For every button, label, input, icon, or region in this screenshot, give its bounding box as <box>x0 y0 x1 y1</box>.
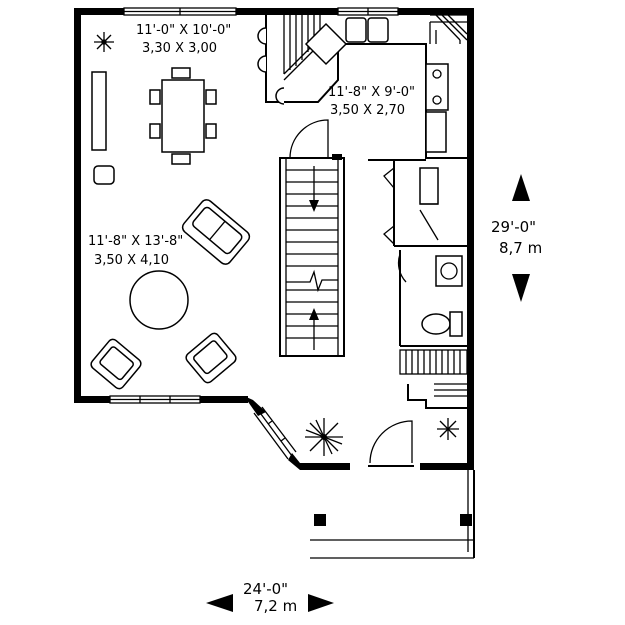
depth-metric: 8,7 m <box>499 239 542 257</box>
closet-door-1 <box>383 167 395 189</box>
bay-walls <box>244 396 300 470</box>
width-imperial: 24'-0" <box>243 580 288 598</box>
kitchen-dims-metric: 3,50 X 2,70 <box>330 103 405 118</box>
kitchen-corner-cabinet <box>304 22 348 66</box>
armchair-left <box>90 338 142 390</box>
plant-icon-bay <box>305 418 343 456</box>
stair-down-arrow-icon <box>309 200 319 212</box>
dining-dims-metric: 3,30 X 3,00 <box>142 41 217 56</box>
width-metric: 7,2 m <box>254 597 297 615</box>
dining-chairs <box>149 67 217 165</box>
plant-icon-entry <box>437 418 459 440</box>
dining-dims-imperial: 11'-0" X 10'-0" <box>136 23 231 38</box>
stair-up-arrow-icon <box>309 308 319 320</box>
living-room: 11'-8" X 13'-8" 3,50 X 4,10 <box>88 199 251 390</box>
stair-door-swing <box>289 119 329 159</box>
width-dimension: 24'-0" 7,2 m <box>206 580 334 615</box>
dining-table <box>161 79 205 153</box>
armchair-right <box>185 332 237 384</box>
sofa <box>181 199 251 265</box>
staircase <box>279 119 345 357</box>
exterior-walls <box>74 8 474 470</box>
living-dims-metric: 3,50 X 4,10 <box>94 253 169 268</box>
arrow-down-icon <box>512 274 530 302</box>
kitchen: 11'-8" X 9'-0" 3,50 X 2,70 <box>257 14 468 161</box>
hall-and-bath <box>368 160 468 467</box>
toilet-icon <box>421 311 463 337</box>
utility-hatch <box>399 349 468 375</box>
sideboard <box>91 71 107 151</box>
living-dims-imperial: 11'-8" X 13'-8" <box>88 234 183 249</box>
refrigerator-icon <box>425 111 447 153</box>
depth-imperial: 29'-0" <box>491 218 536 236</box>
arrow-right-icon <box>308 594 334 612</box>
coffee-table <box>129 270 189 330</box>
bar-stools <box>257 27 285 105</box>
front-door-swing <box>369 420 413 464</box>
closet-shelf <box>419 167 439 205</box>
closet-door-2 <box>383 225 395 245</box>
arrow-left-icon <box>206 594 233 612</box>
bath-sink-icon <box>435 255 463 287</box>
windows <box>109 7 399 404</box>
depth-dimension: 29'-0" 8,7 m <box>491 174 542 302</box>
kitchen-dims-imperial: 11'-8" X 9'-0" <box>328 85 415 100</box>
bath-door-swing <box>397 253 407 283</box>
porch <box>310 470 475 559</box>
range-icon <box>425 63 449 111</box>
dining-room: 11'-0" X 10'-0" 3,30 X 3,00 <box>91 23 231 185</box>
side-chair <box>93 165 115 185</box>
plant-icon <box>94 32 114 52</box>
arrow-up-icon <box>512 174 530 201</box>
stair-treads <box>286 169 338 339</box>
sink-icon <box>345 17 389 43</box>
